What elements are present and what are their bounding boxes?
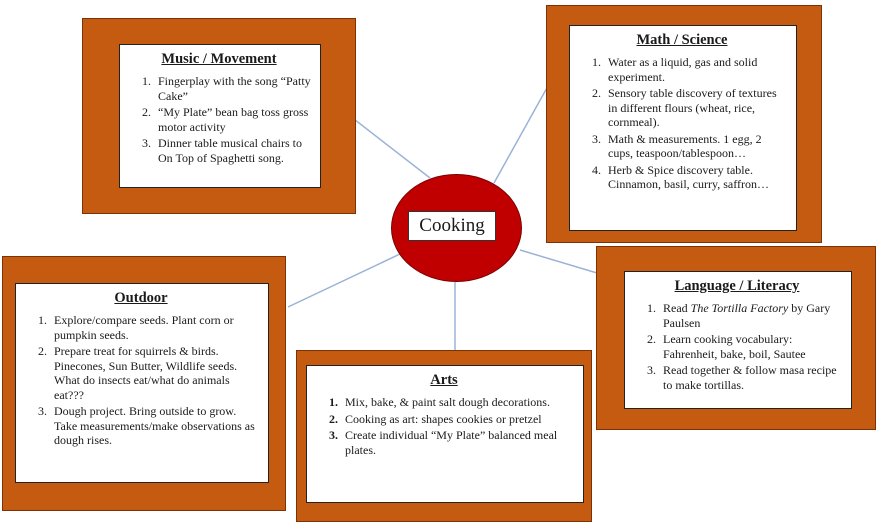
music-movement-list: Fingerplay with the song “Patty Cake” “M… <box>126 74 312 165</box>
language-literacy-panel: Language / Literacy Read The Tortilla Fa… <box>624 271 852 409</box>
music-movement-box: Music / Movement Fingerplay with the son… <box>82 18 356 214</box>
item-prefix: Read <box>663 301 691 315</box>
list-item: Read together & follow masa recipe to ma… <box>659 363 843 392</box>
outdoor-panel: Outdoor Explore/compare seeds. Plant cor… <box>15 283 269 483</box>
language-literacy-list: Read The Tortilla Factory by Gary Paulse… <box>631 301 843 392</box>
outdoor-list: Explore/compare seeds. Plant corn or pum… <box>22 313 260 448</box>
music-movement-title: Music / Movement <box>161 51 277 67</box>
item-suffix: by Gary Paulsen <box>663 301 831 330</box>
list-item: Fingerplay with the song “Patty Cake” <box>154 74 312 103</box>
math-science-box: Math / Science Water as a liquid, gas an… <box>546 5 822 243</box>
list-item: Read The Tortilla Factory by Gary Paulse… <box>659 301 843 330</box>
cooking-hub-label: Cooking <box>408 211 496 241</box>
language-literacy-title: Language / Literacy <box>674 278 800 294</box>
book-title: The Tortilla Factory <box>690 301 789 315</box>
arts-title: Arts <box>430 372 458 388</box>
outdoor-box: Outdoor Explore/compare seeds. Plant cor… <box>2 256 286 511</box>
list-item: Math & measurements. 1 egg, 2 cups, teas… <box>604 132 788 161</box>
math-science-list: Water as a liquid, gas and solid experim… <box>576 55 788 192</box>
list-item: “My Plate” bean bag toss gross motor act… <box>154 105 312 134</box>
list-item: Sensory table discovery of textures in d… <box>604 86 788 130</box>
arts-box: Arts Mix, bake, & paint salt dough decor… <box>296 350 592 522</box>
list-item: Mix, bake, & paint salt dough decoration… <box>341 395 575 410</box>
list-item: Dough project. Bring outside to grow. Ta… <box>50 404 260 448</box>
list-item: Herb & Spice discovery table. Cinnamon, … <box>604 163 788 192</box>
list-item: Water as a liquid, gas and solid experim… <box>604 55 788 84</box>
list-item: Explore/compare seeds. Plant corn or pum… <box>50 313 260 342</box>
outdoor-title: Outdoor <box>114 290 168 306</box>
list-item: Cooking as art: shapes cookies or pretze… <box>341 412 575 427</box>
connector-math <box>493 85 549 184</box>
music-movement-panel: Music / Movement Fingerplay with the son… <box>119 44 321 188</box>
list-item: Prepare treat for squirrels & birds. Pin… <box>50 344 260 402</box>
list-item: Dinner table musical chairs to On Top of… <box>154 136 312 165</box>
connector-language <box>519 249 598 274</box>
math-science-title: Math / Science <box>636 32 728 48</box>
language-literacy-box: Language / Literacy Read The Tortilla Fa… <box>596 246 876 430</box>
arts-panel: Arts Mix, bake, & paint salt dough decor… <box>306 365 584 503</box>
list-item: Learn cooking vocabulary: Fahrenheit, ba… <box>659 332 843 361</box>
arts-list: Mix, bake, & paint salt dough decoration… <box>313 395 575 457</box>
connector-outdoor <box>287 253 401 308</box>
connector-music <box>349 115 431 179</box>
list-item: Create individual “My Plate” balanced me… <box>341 428 575 457</box>
math-science-panel: Math / Science Water as a liquid, gas an… <box>569 25 797 231</box>
